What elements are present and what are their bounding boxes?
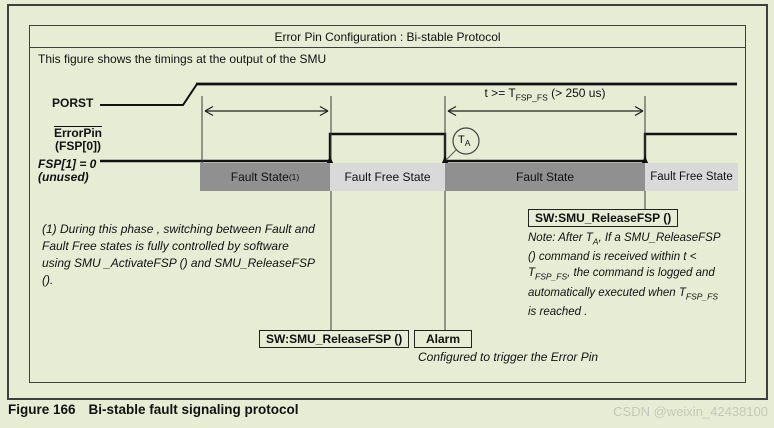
errorpin-signal-label: ErrorPin (FSP[0]) — [40, 126, 116, 153]
sw-release-box-right: SW:SMU_ReleaseFSP () — [528, 209, 679, 227]
note-right-s1: Note: After T — [528, 232, 593, 244]
note-right-s2: , If a SMU_ReleaseFSP () command is rece… — [528, 232, 721, 280]
state-bar-faultfree-2-label: Fault Free State — [650, 171, 733, 183]
porst-signal-label: PORST — [52, 96, 94, 110]
note-right-s4: is reached . — [528, 305, 588, 318]
timing-label-pre: t >= T — [484, 86, 516, 100]
state-bar-fault-1: Fault State (1) — [200, 163, 330, 191]
state-bar-faultfree-1: Fault Free State — [330, 163, 445, 191]
figure-caption-text: Bi-stable fault signaling protocol — [88, 402, 299, 417]
figure-title-bar: Error Pin Configuration : Bi-stable Prot… — [29, 25, 746, 48]
timing-label-sub: FSP_FS — [515, 92, 548, 103]
state-bar-fault-2: Fault State — [445, 163, 645, 191]
errorpin-name: ErrorPin — [53, 126, 102, 140]
note-right-s3: , the command is logged and automaticall… — [528, 267, 715, 299]
alarm-box: Alarm — [414, 330, 473, 348]
ta-label-pre: T — [458, 134, 465, 146]
sw-release-box-bottom: SW:SMU_ReleaseFSP () — [259, 330, 410, 348]
figure-caption: Figure 166 Bi-stable fault signaling prot… — [8, 402, 299, 417]
state-bar-faultfree-2: Fault Free State — [645, 163, 738, 191]
footnote-left: (1) During this phase , switching betwee… — [42, 222, 315, 287]
state-bar-fault-1-label: Fault State — [230, 170, 289, 184]
note-right-sub3: FSP_FS — [685, 290, 719, 301]
errorpin-fsp0: (FSP[0]) — [55, 139, 101, 153]
timing-constraint-label: t >= TFSP_FS (> 250 us) — [445, 86, 645, 102]
state-bar-fault-1-footnote: (1) — [288, 172, 300, 182]
note-right-sub1: A — [592, 236, 599, 247]
figure-subtitle: This figure shows the timings at the out… — [38, 52, 327, 66]
ta-label-sub: A — [464, 138, 471, 149]
alarm-config-note: Configured to trigger the Error Pin — [418, 350, 599, 364]
fsp1-unused: (unused) — [38, 170, 89, 184]
outer-frame — [7, 4, 768, 400]
watermark-text: CSDN @weixin_42438100 — [613, 404, 768, 419]
timing-label-post: (> 250 us) — [547, 86, 606, 100]
note-right: Note: After TA, If a SMU_ReleaseFSP () c… — [528, 230, 726, 320]
ta-label: TA — [458, 134, 470, 148]
fsp1-signal-label: FSP[1] = 0 (unused) — [38, 158, 96, 184]
state-bar-faultfree-1-label: Fault Free State — [344, 170, 431, 184]
state-bar-fault-2-label: Fault State — [515, 170, 575, 184]
fsp1-value: FSP[1] = 0 — [38, 157, 97, 171]
note-right-sub2: FSP_FS — [535, 271, 568, 282]
figure-caption-number: Figure 166 — [8, 402, 76, 417]
figure-title: Error Pin Configuration : Bi-stable Prot… — [274, 29, 501, 44]
